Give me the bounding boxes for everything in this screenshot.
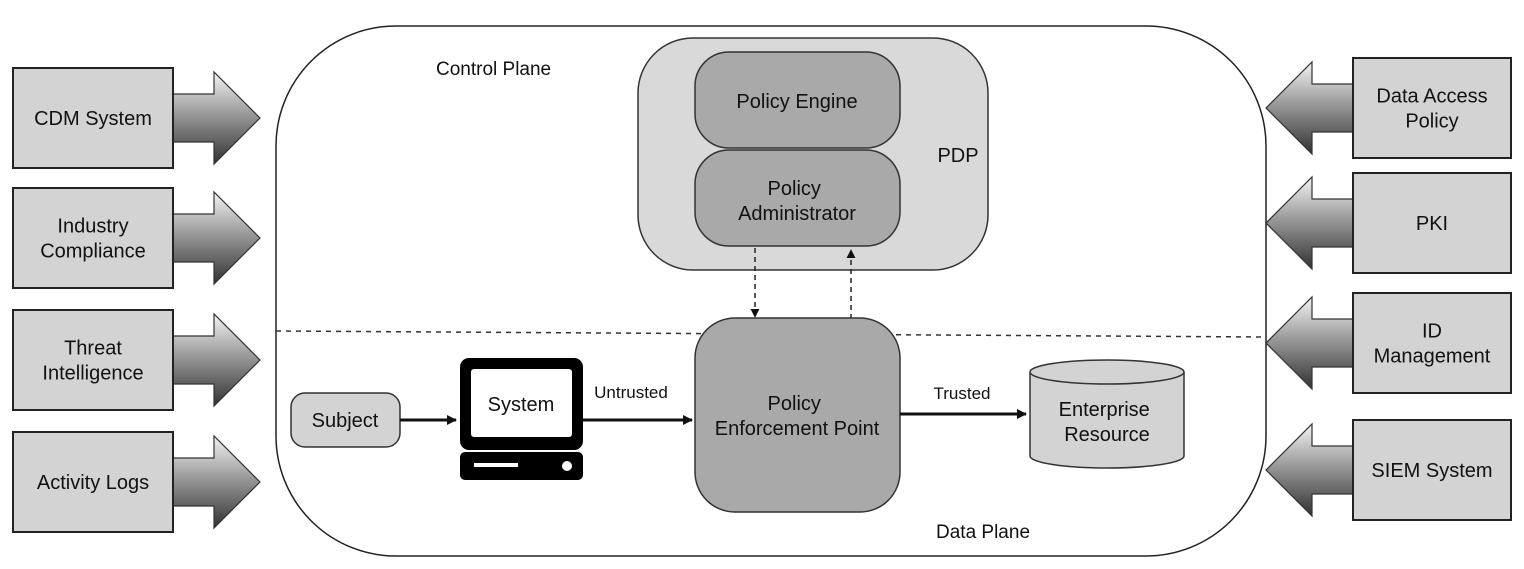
policy-enforcement-point-box: [694, 317, 901, 513]
right-block-arrow-icon: [171, 434, 261, 530]
right-block-arrow-icon: [171, 70, 261, 166]
right-input-1: PKI: [1265, 172, 1512, 274]
right-input-box: [1352, 292, 1512, 394]
left-block-arrow-icon: [1265, 295, 1355, 391]
policy-enforcement-point-label: Policy Enforcement Point: [715, 393, 880, 440]
left-block-arrow-icon: [1265, 175, 1355, 271]
right-input-3: SIEM System: [1265, 419, 1512, 521]
left-block-arrow-icon: [1265, 422, 1355, 518]
trusted-label: Trusted: [933, 384, 990, 403]
right-block-arrow-icon: [171, 312, 261, 408]
untrusted-label: Untrusted: [594, 383, 668, 402]
system-label: System: [488, 394, 555, 416]
policy-engine-label: Policy Engine: [736, 91, 857, 113]
control-plane-label: Control Plane: [436, 59, 551, 80]
computer-terminal-icon: [460, 358, 583, 480]
left-input-box: [12, 67, 174, 169]
pdp-label: PDP: [937, 145, 978, 167]
right-input-box: [1352, 419, 1512, 521]
right-input-box: [1352, 57, 1512, 159]
right-block-arrow-icon: [171, 190, 261, 286]
policy-administrator-box: [694, 149, 901, 247]
left-input-box: [12, 431, 174, 533]
left-input-3: Activity Logs: [12, 431, 261, 533]
left-input-3-label: Activity Logs: [37, 472, 149, 494]
enterprise-resource-label: Enterprise Resource: [1059, 399, 1156, 446]
right-input-3-label: SIEM System: [1371, 460, 1492, 482]
left-input-0-label: CDM System: [34, 108, 152, 130]
database-cylinder-icon: [1029, 359, 1185, 469]
right-input-box: [1352, 172, 1512, 274]
subject-label: Subject: [312, 410, 379, 432]
left-input-box: [12, 309, 174, 411]
left-input-box: [12, 187, 174, 289]
policy-administrator-label: Policy Administrator: [738, 178, 856, 225]
left-input-0: CDM System: [12, 67, 261, 169]
left-block-arrow-icon: [1265, 60, 1355, 156]
data-plane-label: Data Plane: [936, 522, 1030, 543]
policy-engine-box: [694, 51, 901, 149]
right-input-1-label: PKI: [1416, 213, 1448, 235]
